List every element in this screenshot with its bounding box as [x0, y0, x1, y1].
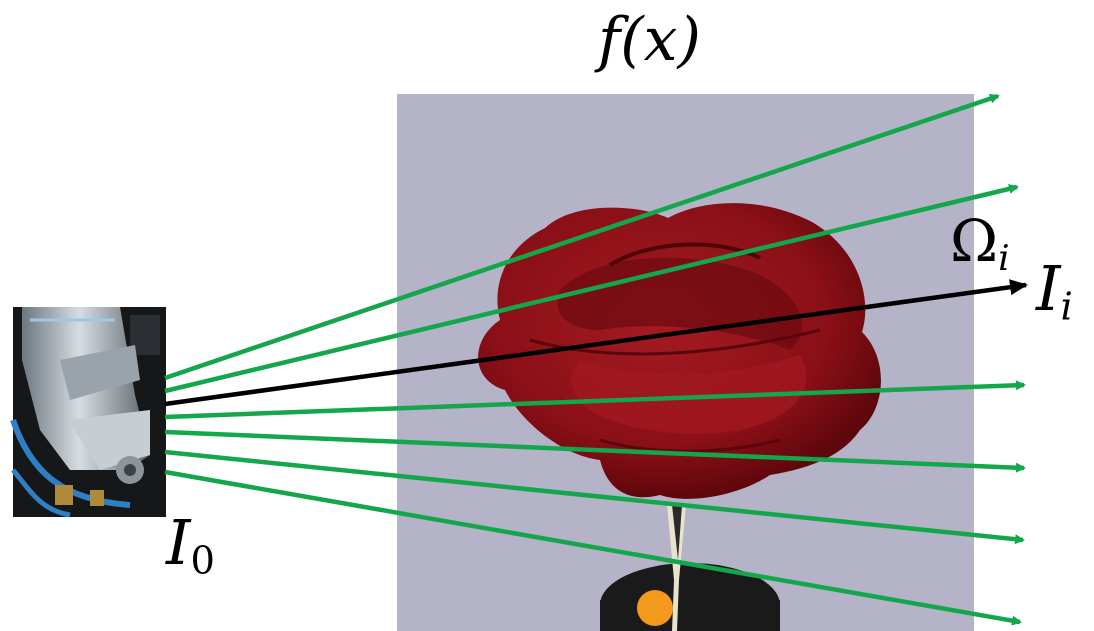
base-marker	[637, 590, 673, 626]
x-ray-source-icon	[13, 307, 166, 517]
ray-path-label: Ωi	[950, 212, 1010, 277]
detector-intensity-label: Ii	[1036, 258, 1073, 327]
source-intensity-label: I0	[166, 512, 215, 581]
object-function-label: f(x)	[598, 10, 701, 70]
